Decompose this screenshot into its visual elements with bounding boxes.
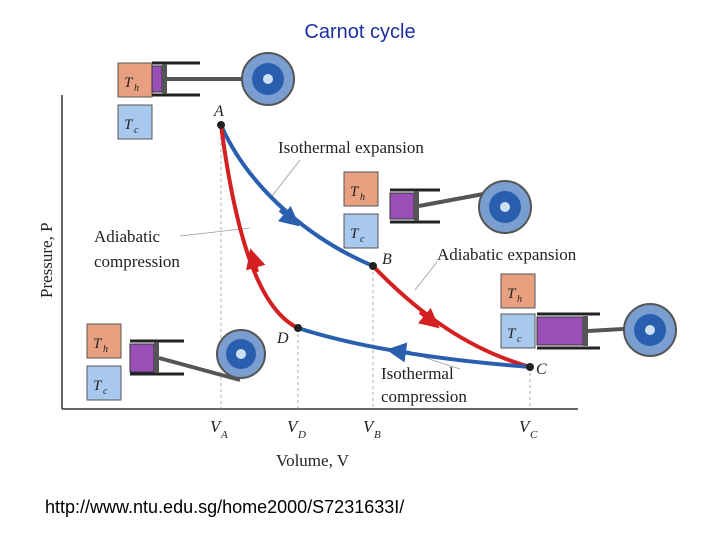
svg-text:V: V	[210, 417, 223, 436]
svg-text:c: c	[517, 334, 522, 345]
isothermal-expansion-curve	[219, 124, 374, 268]
svg-text:T: T	[507, 326, 517, 342]
y-axis-label: Pressure, P	[37, 222, 56, 298]
isothermal-compression-label-2: compression	[381, 387, 467, 406]
hot-reservoir	[500, 273, 536, 309]
adiabatic-expansion-label: Adiabatic expansion	[437, 245, 577, 264]
page-title: Carnot cycle	[304, 21, 416, 43]
isothermal-compression-curve	[297, 326, 531, 369]
svg-text:h: h	[517, 294, 522, 305]
svg-text:B: B	[374, 429, 381, 441]
cold-reservoir	[500, 313, 536, 349]
hot-reservoir	[343, 171, 379, 207]
x-tick-vb: V B	[363, 417, 381, 441]
svg-text:h: h	[134, 83, 139, 94]
adiabatic-compression-label-2: compression	[94, 252, 180, 271]
svg-text:T: T	[350, 226, 360, 242]
svg-text:T: T	[507, 286, 517, 302]
svg-text:c: c	[134, 125, 139, 136]
isothermal-compression-label-1: Isothermal	[381, 364, 454, 383]
cold-reservoir	[86, 365, 122, 401]
svg-text:T: T	[124, 75, 134, 91]
hot-reservoir	[117, 62, 153, 98]
point-c-label: C	[536, 361, 547, 378]
source-url: http://www.ntu.edu.sg/home2000/S7231633I…	[45, 497, 405, 517]
svg-text:T: T	[350, 184, 360, 200]
adiabatic-expansion-arrow	[417, 307, 440, 329]
svg-text:A: A	[220, 429, 228, 441]
point-b-label: B	[382, 251, 392, 268]
point-d-label: D	[276, 330, 289, 347]
svg-text:h: h	[360, 192, 365, 203]
cold-reservoir	[343, 213, 379, 249]
svg-text:T: T	[124, 117, 134, 133]
svg-text:C: C	[530, 429, 538, 441]
svg-text:D: D	[297, 429, 306, 441]
x-tick-vc: V C	[519, 417, 538, 441]
x-tick-vd: V D	[287, 417, 306, 441]
adiabatic-compression-label-1: Adiabatic	[94, 227, 161, 246]
isothermal-expansion-arrow	[277, 205, 300, 227]
isothermal-expansion-label: Isothermal expansion	[278, 138, 424, 157]
hot-reservoir	[86, 323, 122, 359]
svg-text:V: V	[287, 417, 300, 436]
svg-text:c: c	[103, 386, 108, 397]
svg-text:V: V	[519, 417, 532, 436]
adiabatic-compression-arrow	[246, 248, 266, 273]
x-tick-va: V A	[210, 417, 228, 441]
cold-reservoir	[117, 104, 153, 140]
point-a-label: A	[213, 103, 224, 120]
svg-text:h: h	[103, 344, 108, 355]
isothermal-compression-arrow	[386, 342, 411, 363]
svg-text:V: V	[363, 417, 376, 436]
svg-text:c: c	[360, 234, 365, 245]
svg-text:T: T	[93, 378, 103, 394]
svg-text:T: T	[93, 336, 103, 352]
adiabatic-expansion-curve	[371, 264, 531, 369]
x-axis-label: Volume, V	[276, 451, 350, 470]
state-points	[217, 121, 534, 371]
